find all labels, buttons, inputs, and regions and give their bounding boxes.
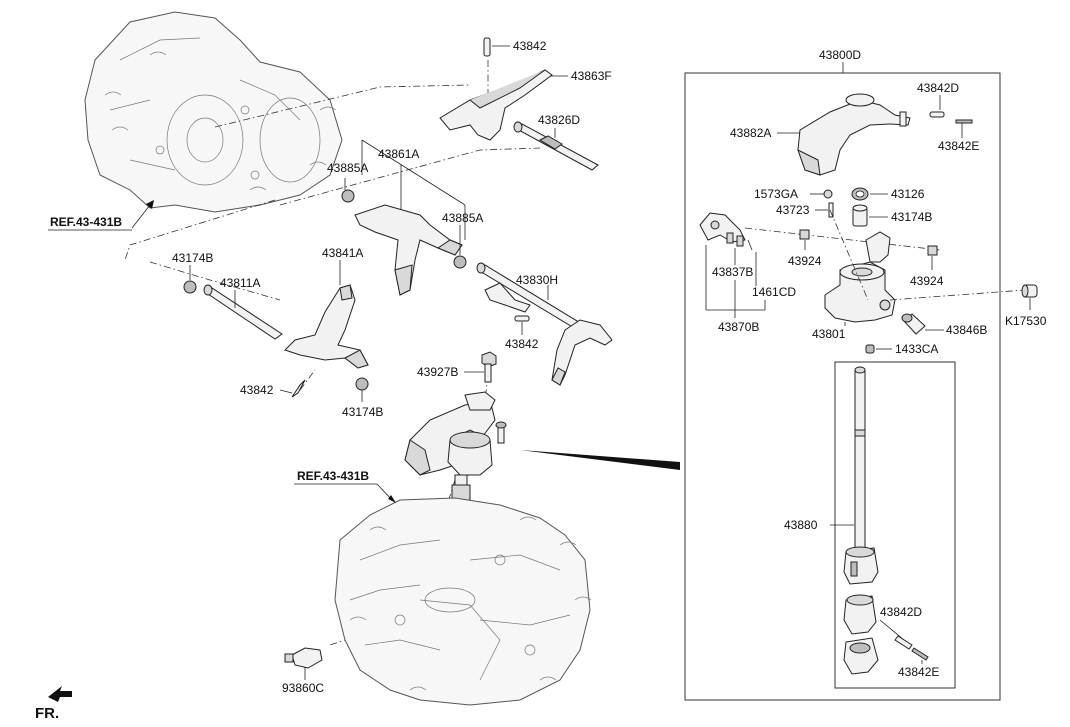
label-43885A-left: 43885A (327, 161, 368, 175)
label-43174B-left: 43174B (172, 251, 213, 265)
label-43826D: 43826D (538, 113, 580, 127)
label-43842D-lower: 43842D (880, 605, 922, 619)
label-43924-right: 43924 (910, 274, 944, 288)
label-43927B: 43927B (417, 365, 458, 379)
part-lower-sleeves (843, 594, 879, 675)
label-1433CA: 1433CA (895, 342, 938, 356)
part-43863F: 43863F (439, 69, 612, 141)
part-43174B-lower: 43174B (342, 377, 383, 419)
part-43842-top-pin: 43842 (483, 37, 547, 57)
part-43846B: 43846B (901, 313, 987, 337)
part-43882A-lever: 43882A (730, 93, 911, 176)
label-93860C: 93860C (282, 681, 324, 695)
label-43842E-top: 43842E (938, 139, 979, 153)
label-1573GA: 1573GA (754, 187, 798, 201)
label-43842D-top: 43842D (917, 81, 959, 95)
label-K17530: K17530 (1005, 314, 1047, 328)
shifter-assembly-center (404, 391, 680, 559)
part-43801-housing: 43801 (812, 209, 1026, 341)
front-direction-indicator: FR. (35, 686, 72, 722)
part-43927B-bolt: 43927B (417, 351, 497, 383)
label-43842-top: 43842 (513, 39, 547, 53)
part-43842D-top: 43842D (917, 81, 959, 118)
label-43841A: 43841A (322, 246, 363, 260)
part-43861A-fork: 43861A 43885A 43885A (327, 139, 483, 296)
part-43842E-lower: 43842E (898, 647, 939, 679)
label-43174B-right: 43174B (891, 210, 932, 224)
label-43174B-lower: 43174B (342, 405, 383, 419)
part-43841A-fork: 43841A (284, 246, 369, 369)
label-43800D: 43800D (819, 48, 861, 62)
part-93860C-switch: 93860C (282, 647, 324, 695)
label-43924-left: 43924 (788, 254, 822, 268)
label-43842-mid: 43842 (505, 337, 539, 351)
part-43880-shaft: 43880 (784, 366, 879, 585)
label-43882A: 43882A (730, 126, 771, 140)
part-43723-pin: 43723 (776, 202, 834, 218)
part-43842-mid-pin: 43842 (505, 315, 539, 351)
label-43801: 43801 (812, 327, 846, 341)
label-43861A: 43861A (378, 147, 419, 161)
fr-label: FR. (35, 705, 59, 722)
part-43842-lower-pin: 43842 (240, 379, 306, 398)
part-1573GA: 1573GA (754, 187, 833, 201)
ref-lower-callout: REF.43-431B (294, 469, 396, 503)
label-43846B: 43846B (946, 323, 987, 337)
part-1433CA-plug: 1433CA (865, 342, 938, 356)
label-43842E-lower: 43842E (898, 665, 939, 679)
ref-upper-label: REF.43-431B (50, 215, 122, 229)
part-43830H-rod-fork: 43830H (476, 262, 613, 386)
part-43842E-top: 43842E (938, 119, 979, 153)
transmission-case-lower (334, 497, 592, 706)
part-43924-right: 43924 (910, 245, 944, 288)
label-43837B: 43837B (712, 265, 753, 279)
label-43830H: 43830H (516, 273, 558, 287)
part-43826D-shaft: 43826D (513, 113, 599, 171)
label-43811A: 43811A (220, 276, 260, 290)
part-43870B-link-assembly: 43837B 1461CD 43870B (699, 212, 941, 334)
ref-upper-callout: REF.43-431B (48, 200, 154, 231)
label-1461CD: 1461CD (752, 285, 796, 299)
label-43842-lower: 43842 (240, 383, 274, 397)
label-43885A-right: 43885A (442, 211, 483, 225)
label-43880: 43880 (784, 518, 818, 532)
part-43842D-lower: 43842D (879, 605, 922, 650)
part-43174B-right: 43174B (852, 204, 932, 227)
part-43174B-left: 43174B (172, 251, 213, 294)
label-43870B: 43870B (718, 320, 759, 334)
part-43811A-rod: 43811A (203, 276, 283, 340)
part-43126-seal: 43126 (851, 187, 925, 201)
ref-lower-label: REF.43-431B (297, 469, 369, 483)
front-arrow-icon (48, 686, 72, 702)
label-43126: 43126 (891, 187, 925, 201)
label-43863F: 43863F (571, 69, 612, 83)
part-K17530-cap: K17530 (1005, 284, 1047, 328)
part-43924-left: 43924 (788, 229, 822, 268)
label-43723: 43723 (776, 203, 810, 217)
transmission-case-upper (84, 11, 343, 213)
